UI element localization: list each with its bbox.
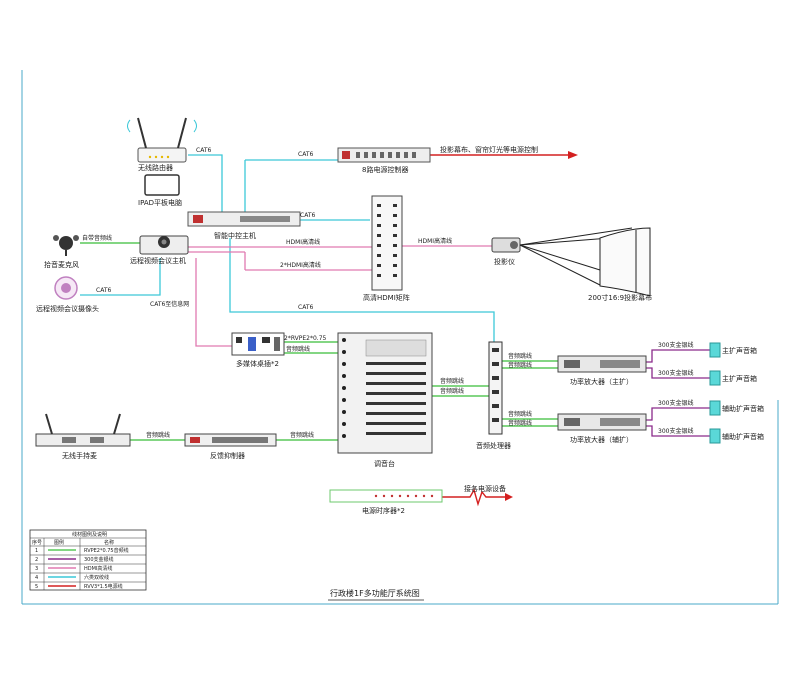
audio-mixer: [337, 332, 433, 454]
screen-label: 200寸16:9投影幕布: [588, 293, 652, 302]
spk3-label: 300支金银线: [658, 399, 693, 407]
cat6-power-label: CAT6: [298, 151, 313, 158]
audio-p3-label: 音频跳线: [508, 410, 532, 418]
vc-camera-label: 远程视频会议摄像头: [36, 304, 99, 313]
spk1-label: 300支金银线: [658, 341, 693, 349]
mixer-label: 调音台: [374, 459, 395, 468]
speaker-main-1: [709, 342, 721, 358]
video-conference-camera: [54, 276, 78, 300]
legend-col-name: 名称: [104, 539, 114, 546]
power-ctrl-text: 投影幕布、窗帘灯光等电源控制: [440, 145, 538, 154]
mic-array: [53, 235, 79, 256]
cat6-router-label: CAT6: [196, 147, 211, 154]
hdmi-cables: [188, 245, 492, 347]
audio-p4-label: 音频跳线: [508, 419, 532, 427]
smart-host-label: 智能中控主机: [214, 231, 256, 240]
vc-host-label: 远程视频会议主机: [130, 256, 186, 265]
feedback-suppressor: [184, 433, 277, 447]
sequencer-label: 电源时序器*2: [362, 506, 405, 515]
audio-wireless-label: 音频跳线: [146, 431, 170, 439]
legend-row-no: 1: [35, 548, 38, 554]
legend-row-name: 六类双绞线: [84, 574, 109, 581]
ipad-label: IPAD平板电脑: [138, 198, 182, 207]
feedback-label: 反馈抑制器: [210, 451, 245, 460]
legend-row-no: 3: [35, 566, 38, 572]
amp-aux-label: 功率放大器（辅扩）: [570, 435, 633, 444]
amplifier-main: [557, 355, 647, 373]
info-port-label: CAT6至信息网: [150, 300, 189, 308]
wireless-mic-label: 无线手持麦: [62, 451, 97, 460]
media-box-label: 多媒体桌插*2: [236, 359, 279, 368]
speaker-cables: [646, 349, 710, 437]
audio-processor: [488, 341, 503, 435]
rvpe-label: 2*RVPE2*0.75: [284, 335, 327, 342]
cat6-cables: [80, 154, 495, 342]
power-sequencer: [329, 489, 443, 503]
projection-screen: [519, 227, 651, 297]
legend-row-name: 300支金银线: [84, 556, 114, 563]
spk-main-2-label: 主扩声音箱: [722, 374, 757, 383]
audio-p2-label: 音频跳线: [508, 361, 532, 369]
audio-p1-label: 音频跳线: [508, 352, 532, 360]
audio-cables: [80, 242, 558, 441]
power-text: 接各电源设备: [464, 484, 506, 493]
spk-main-1-label: 主扩声音箱: [722, 346, 757, 355]
wireless-mic-receiver: [35, 413, 131, 447]
projector: [491, 237, 521, 253]
projector-label: 投影仪: [494, 257, 515, 266]
legend-row-name: RVV3*1.5电源线: [84, 583, 123, 590]
wireless-router: [127, 117, 197, 163]
power-ctrl-label: 8路电源控制器: [362, 165, 408, 174]
spk4-label: 300支金银线: [658, 427, 693, 435]
legend-row-no: 5: [35, 584, 38, 590]
diagram-title: 行政楼1F多功能厅系统图: [330, 588, 420, 598]
cat6-camera-label: CAT6: [96, 287, 111, 294]
hdmi-proj-label: HDMI高清线: [418, 237, 452, 245]
video-conference-host: [139, 235, 189, 255]
amp-main-label: 功率放大器（主扩）: [570, 377, 633, 386]
hdmi-x2-label: 2*HDMI高清线: [280, 261, 321, 269]
legend-col-no: 序号: [32, 539, 42, 546]
speaker-main-2: [709, 370, 721, 386]
legend-row-no: 2: [35, 557, 38, 563]
cat6-matrix-label: CAT6: [300, 212, 315, 219]
legend-row-name: HDMI高清线: [84, 565, 112, 572]
hdmi-matrix: [371, 195, 403, 291]
audio-mic-label: 自带音频线: [82, 234, 112, 242]
audio-mix1-label: 音频跳线: [440, 377, 464, 385]
legend-row-no: 4: [35, 575, 38, 581]
amplifier-aux: [557, 413, 647, 431]
power-cables: [430, 154, 568, 507]
audio-fb-label: 音频跳线: [290, 431, 314, 439]
legend-title: 线材图例及说明: [72, 531, 107, 538]
multimedia-desk-box: [231, 332, 285, 356]
audio-media-label: 音频跳线: [286, 345, 310, 353]
audio-mix2-label: 音频跳线: [440, 387, 464, 395]
cat6-proc-label: CAT6: [298, 304, 313, 311]
router-label: 无线路由器: [138, 163, 173, 172]
power-controller: [337, 147, 431, 163]
ipad-tablet: [144, 174, 180, 196]
spk-aux-2-label: 辅助扩声音箱: [722, 432, 764, 441]
power-out-arrow: [505, 493, 513, 501]
legend-col-icon: 图例: [54, 539, 64, 546]
processor-label: 音频处理器: [476, 441, 511, 450]
mic-array-label: 拾音麦克风: [44, 260, 79, 269]
legend-rows: 1 RVPE2*0.75音频线 2 300支金银线 3 HDMI高清线 4 六类双绞线 5 RVV…: [35, 547, 129, 590]
speaker-aux-2: [709, 428, 721, 444]
spk-aux-1-label: 辅助扩声音箱: [722, 404, 764, 413]
hdmi-matrix-label: 高清HDMI矩阵: [363, 293, 410, 302]
power-ctrl-arrow: [568, 151, 578, 159]
legend-table: [29, 529, 147, 591]
legend-row-name: RVPE2*0.75音频线: [84, 547, 129, 554]
smart-control-host: [187, 211, 301, 227]
hdmi-host-label: HDMI高清线: [286, 238, 320, 246]
spk2-label: 300支金银线: [658, 369, 693, 377]
speaker-aux-1: [709, 400, 721, 416]
